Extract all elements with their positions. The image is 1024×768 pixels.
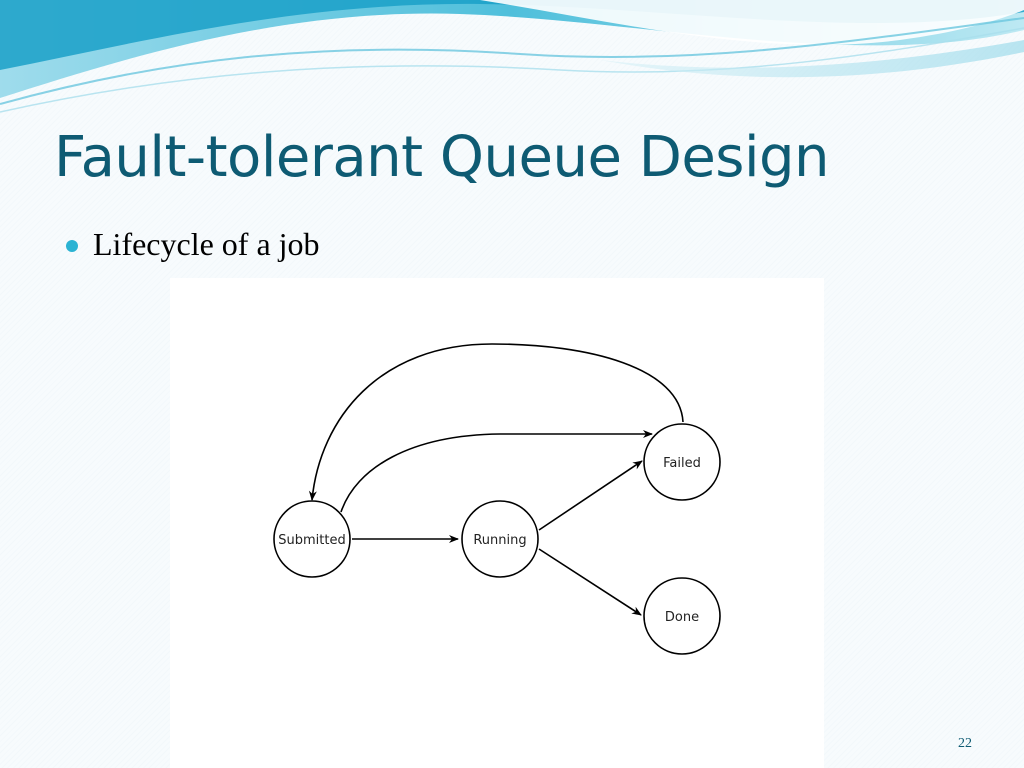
edge-submitted-to-failed [340, 430, 653, 513]
edge-failed-to-submitted [308, 343, 684, 501]
page-number: 22 [958, 736, 972, 751]
node-label: Failed [663, 456, 701, 471]
node-failed: Failed [643, 423, 721, 501]
slide-title: Fault-tolerant Queue Design [54, 125, 830, 190]
job-lifecycle-diagram: Submitted Running Failed Done [273, 343, 721, 655]
diagram-panel: Submitted Running Failed Done [170, 278, 824, 768]
bullet-item: Lifecycle of a job [66, 226, 320, 263]
node-submitted: Submitted [273, 500, 351, 578]
node-label: Submitted [278, 533, 345, 548]
header-wave-decoration [0, 0, 1024, 113]
node-label: Running [473, 533, 526, 548]
edge-running-to-done [538, 548, 642, 616]
bullet-dot-icon [66, 239, 78, 252]
bullet-text: Lifecycle of a job [93, 226, 320, 262]
node-done: Done [643, 577, 721, 655]
edge-running-to-failed [538, 460, 643, 531]
node-label: Done [665, 610, 699, 625]
node-running: Running [461, 500, 539, 578]
